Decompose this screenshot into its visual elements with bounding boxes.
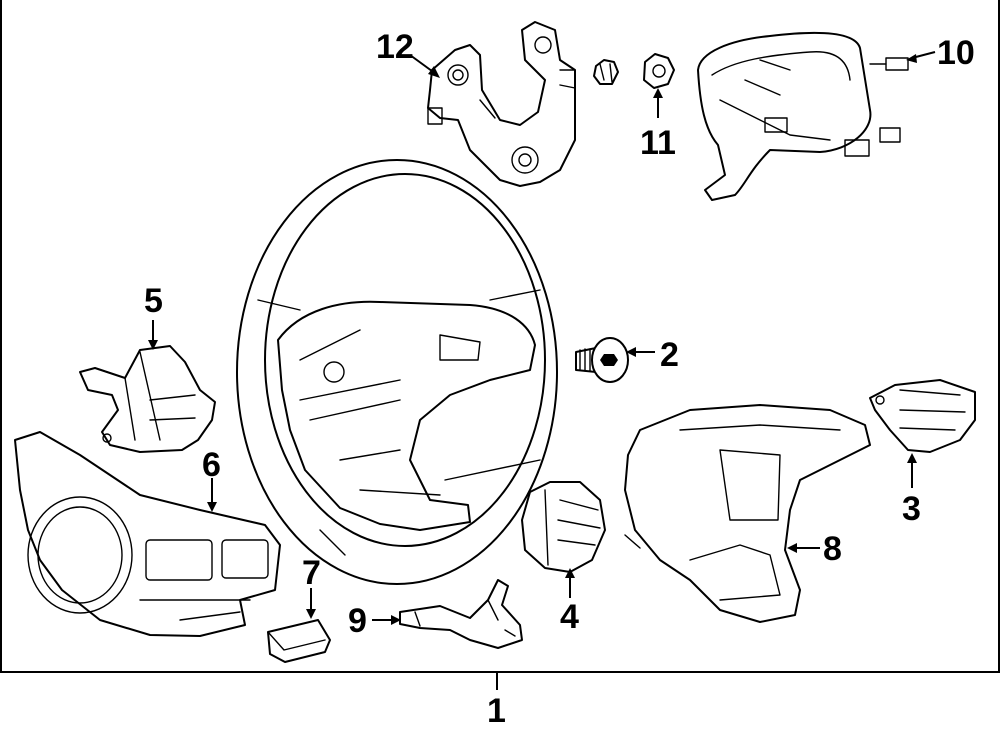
part-9-connector bbox=[399, 579, 523, 649]
part-10-wire-harness bbox=[697, 31, 909, 201]
part-3-right-switch bbox=[869, 379, 976, 453]
part-7-button-cap bbox=[267, 619, 331, 663]
part-12-upper-bracket bbox=[427, 21, 576, 187]
callout-12: 12 bbox=[376, 28, 414, 66]
callout-9: 9 bbox=[348, 602, 367, 640]
callout-11: 11 bbox=[640, 124, 676, 162]
part-4-switch bbox=[521, 481, 606, 573]
part-6-lower-cover bbox=[14, 431, 281, 637]
callout-labels: 12 11 10 5 2 6 3 8 7 9 4 1 bbox=[144, 28, 975, 730]
callout-5: 5 bbox=[144, 282, 163, 320]
callout-6: 6 bbox=[202, 446, 221, 484]
callout-8: 8 bbox=[823, 530, 842, 568]
part-5-left-switch bbox=[79, 345, 216, 453]
part-11-nuts bbox=[593, 53, 675, 89]
part-1-steering-wheel bbox=[236, 159, 558, 585]
part-8-trim-cover bbox=[624, 404, 871, 623]
callout-7: 7 bbox=[302, 554, 321, 592]
diagram-frame bbox=[0, 0, 1000, 673]
callout-1: 1 bbox=[487, 692, 506, 730]
callout-10: 10 bbox=[937, 34, 975, 72]
callout-4: 4 bbox=[560, 598, 579, 636]
callout-3: 3 bbox=[902, 490, 921, 528]
callout-2: 2 bbox=[660, 336, 679, 374]
leader-lines bbox=[148, 51, 936, 690]
part-2-bolt bbox=[575, 337, 629, 383]
